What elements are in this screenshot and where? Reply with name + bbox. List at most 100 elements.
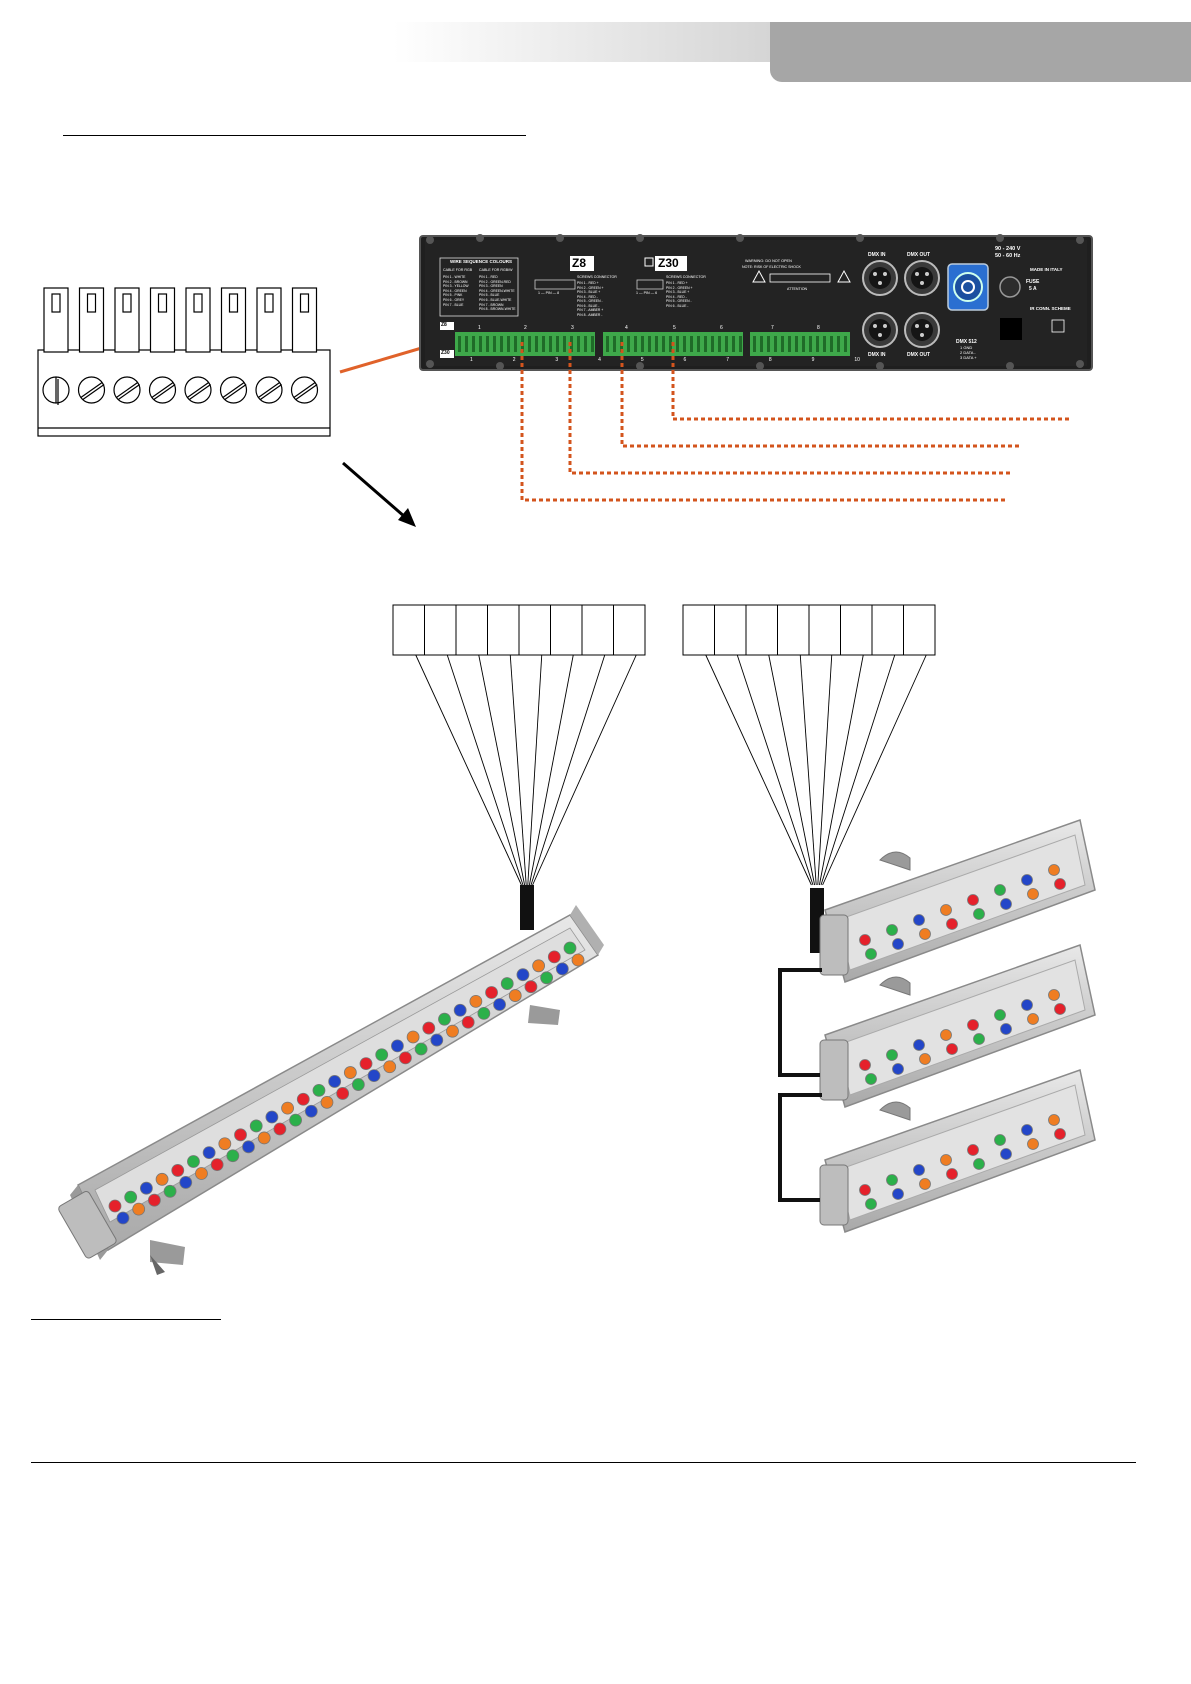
terminal-screws	[42, 376, 319, 405]
terminal-cell	[550, 604, 583, 656]
pin-entry: PIN 3 - BLUE +	[577, 290, 601, 294]
wire-table-col1: PIN 1 - WHITE PIN 2 - BROWN PIN 3 - YELL…	[443, 275, 477, 307]
led	[124, 1190, 138, 1204]
terminal-strip-right	[682, 604, 936, 656]
page-footer-rule	[31, 1462, 1136, 1463]
fan-wires-right	[705, 654, 927, 886]
wire-table-row: PIN 2 - BROWN	[443, 279, 468, 284]
led	[940, 1029, 952, 1041]
led	[1027, 1138, 1039, 1150]
led	[163, 1184, 177, 1198]
led	[147, 1193, 161, 1207]
dmx-out-top-label: DMX OUT	[907, 252, 931, 258]
pin-entry: PIN 3 - BLUE +	[666, 290, 690, 294]
led	[179, 1176, 193, 1189]
wire	[530, 654, 606, 886]
led	[226, 1149, 240, 1163]
led	[320, 1095, 334, 1109]
terminal-tab-slot	[264, 293, 274, 313]
terminal-number: 7	[771, 325, 774, 331]
led	[940, 904, 952, 916]
dmx-out-bottom-label: DMX OUT	[907, 352, 931, 358]
dmx-pin: 2 DATA -	[960, 350, 976, 355]
led	[453, 1003, 467, 1017]
led	[563, 941, 577, 955]
terminal-number: 1	[470, 357, 473, 363]
led	[994, 1009, 1006, 1021]
led	[940, 1154, 952, 1166]
wire-table-col1-header: CABLE FOR RGB	[443, 268, 473, 272]
led	[132, 1202, 146, 1216]
wire-table-row: PIN 6 - GREY	[443, 297, 465, 302]
model-label-z30: Z30	[658, 256, 679, 270]
led	[973, 1033, 985, 1045]
wire-table-row: PIN 7 - BLUE	[443, 302, 464, 307]
wire	[532, 654, 637, 886]
led	[886, 1174, 898, 1186]
terminal-tabs	[43, 287, 318, 353]
warning-text-2: NOTE: RISK OF ELECTRIC SHOCK	[742, 265, 801, 269]
z30-pin-list: PIN 1 - RED + PIN 2 - GREEN + PIN 3 - BL…	[666, 281, 692, 308]
terminal-number: 4	[625, 325, 628, 331]
led	[446, 1024, 459, 1038]
wire-table-row: PIN 1 - WHITE	[443, 275, 466, 279]
wire	[527, 654, 543, 886]
led	[414, 1042, 428, 1056]
led	[946, 918, 958, 930]
terminal-cell	[903, 604, 936, 656]
led	[1048, 989, 1060, 1001]
dotted-wire-routing	[520, 342, 1070, 502]
pin-entry: PIN 7 - AMBER +	[577, 308, 604, 312]
header-tab	[770, 22, 1191, 82]
ir-scheme-label: IR CONN. SCHEME	[1030, 306, 1071, 311]
wire	[528, 654, 574, 886]
led	[195, 1167, 208, 1180]
led	[430, 1033, 444, 1047]
led	[328, 1075, 342, 1088]
fixture-endcap	[819, 1164, 849, 1226]
pin-entry: PIN 4 - RED -	[577, 294, 598, 299]
wire	[768, 654, 816, 886]
led	[886, 1049, 898, 1061]
terminal-number: 6	[720, 325, 723, 331]
wire	[822, 654, 927, 886]
led	[532, 959, 546, 973]
panel-screw	[1006, 362, 1014, 370]
terminal-tab-slot	[193, 293, 203, 313]
pin-entry: PIN 1 - RED +	[666, 281, 688, 285]
terminal-cell	[777, 604, 810, 656]
panel-screw	[426, 360, 434, 368]
terminal-tab-slot	[51, 293, 61, 313]
wire-table-row: PIN 3 - YELLOW	[443, 284, 469, 289]
terminal-cell	[613, 604, 646, 656]
led	[406, 1030, 420, 1044]
dmx-pin-list: 1 GND 2 DATA - 3 DATA +	[960, 345, 977, 360]
daisy-chain-cables	[778, 968, 822, 1202]
led	[994, 1134, 1006, 1146]
panel-screw	[756, 362, 764, 370]
led	[1027, 888, 1039, 900]
led	[973, 908, 985, 920]
terminal-cell	[392, 604, 425, 656]
pin-entry: PIN 8 - AMBER -	[577, 312, 603, 317]
led	[859, 1059, 871, 1071]
wire	[799, 654, 817, 886]
wire-table-col2-header: CABLE FOR RGB/W	[479, 268, 513, 272]
led	[886, 924, 898, 936]
led	[343, 1066, 357, 1079]
terminal-block-drawing	[37, 287, 331, 437]
terminal-cell	[871, 604, 904, 656]
wire-table-row: PIN 5 - BLUE	[479, 293, 500, 298]
wire	[705, 654, 812, 886]
led	[477, 1006, 491, 1020]
led	[547, 950, 561, 964]
led	[973, 1158, 985, 1170]
terminal-number: 3	[555, 357, 559, 363]
led	[1000, 898, 1012, 910]
terminal-tab	[114, 287, 140, 353]
led	[351, 1078, 365, 1091]
pin-entry: PIN 1 - RED +	[577, 281, 599, 285]
led	[139, 1181, 153, 1195]
led	[367, 1069, 381, 1083]
led	[438, 1012, 451, 1026]
